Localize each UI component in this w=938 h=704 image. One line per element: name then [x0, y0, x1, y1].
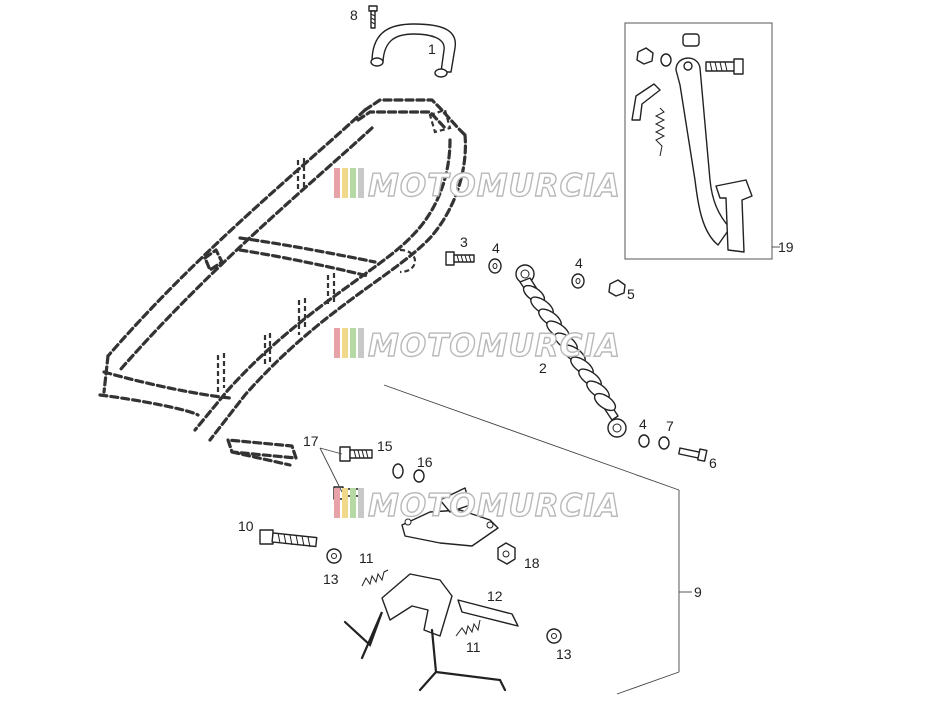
watermark-stripe	[342, 328, 348, 358]
callout-16: 16	[417, 454, 433, 470]
callout-4: 4	[575, 255, 583, 271]
callout-18: 18	[524, 555, 540, 571]
shock-spring-coils	[522, 284, 617, 412]
watermark-stripe	[358, 328, 364, 358]
callout-6: 6	[709, 455, 717, 471]
watermark-stripe	[358, 488, 364, 518]
callout-19: 19	[778, 239, 794, 255]
callout-7: 7	[666, 418, 674, 434]
center-stand-group	[259, 446, 562, 692]
lower-shock-hardware	[638, 434, 708, 462]
watermark-text: MOTOMURCIA	[368, 328, 621, 364]
callout-13: 13	[556, 646, 572, 662]
callout-2: 2	[539, 360, 547, 376]
part-19-side-stand-box	[624, 22, 773, 260]
watermark-stripe	[350, 488, 356, 518]
watermark-stripe	[342, 168, 348, 198]
callout-1: 1	[428, 41, 436, 57]
callout-12: 12	[487, 588, 503, 604]
part-1-grab-handle	[370, 23, 456, 78]
part-8-screw	[368, 5, 378, 29]
callout-9: 9	[694, 584, 702, 600]
leader-lines	[319, 246, 780, 695]
watermark-middle: MOTOMURCIA	[334, 327, 621, 365]
watermark-text: MOTOMURCIA	[368, 168, 621, 204]
callout-5: 5	[627, 286, 635, 302]
watermark-stripe	[358, 168, 364, 198]
callout-11: 11	[359, 550, 374, 566]
watermark-top: MOTOMURCIA	[334, 167, 621, 205]
callout-11: 11	[466, 639, 481, 655]
callout-8: 8	[350, 7, 358, 23]
watermark-stripe	[334, 168, 340, 198]
callout-labels: 8 1 3 4 4 5 2 19 17 15 16 4 7 6 10 11 13…	[238, 7, 794, 662]
watermark-bottom: MOTOMURCIA	[334, 487, 621, 525]
callout-10: 10	[238, 518, 254, 534]
part-2-shock-absorber	[515, 264, 627, 438]
frame-outline	[98, 98, 468, 467]
callout-13: 13	[323, 571, 339, 587]
callout-3: 3	[460, 234, 468, 250]
watermark-stripe	[350, 168, 356, 198]
callout-17: 17	[303, 433, 319, 449]
watermark-stripe	[350, 328, 356, 358]
watermark-text: MOTOMURCIA	[368, 488, 621, 524]
watermark-stripe	[334, 328, 340, 358]
callout-15: 15	[377, 438, 393, 454]
watermark-stripe	[342, 488, 348, 518]
watermark-stripe	[334, 488, 340, 518]
callout-4: 4	[639, 416, 647, 432]
upper-shock-hardware	[445, 251, 626, 297]
callout-4: 4	[492, 240, 500, 256]
